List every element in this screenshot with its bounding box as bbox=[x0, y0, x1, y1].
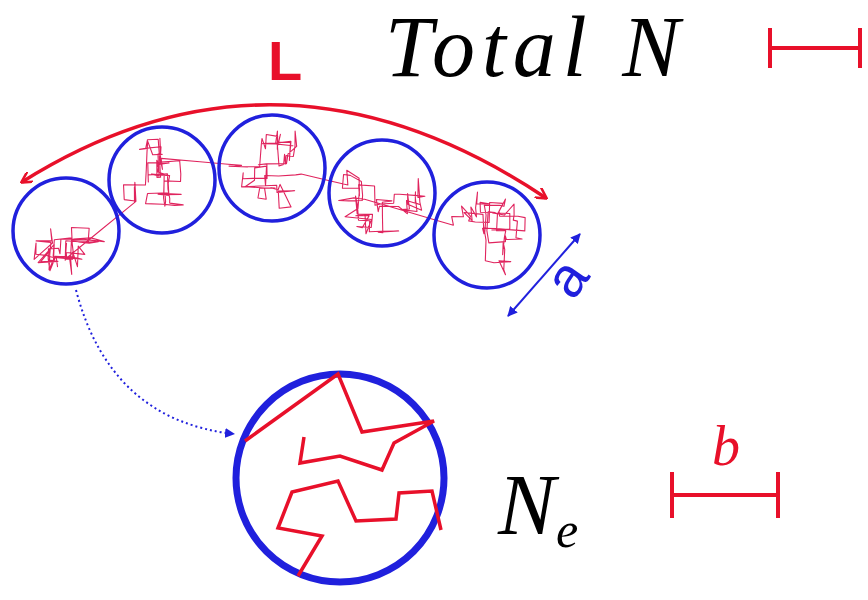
length-arc-arrow bbox=[22, 105, 546, 198]
segment-walk bbox=[278, 481, 441, 576]
blob-group bbox=[13, 115, 540, 288]
segment-scale-bar bbox=[672, 472, 778, 518]
entanglement-segments-label: N bbox=[498, 462, 555, 548]
segment-length-label: b bbox=[712, 418, 740, 474]
blob-circle bbox=[434, 182, 540, 288]
random-walk-group bbox=[34, 131, 525, 275]
subscript-label: e bbox=[556, 505, 578, 555]
total-scale-bar bbox=[770, 28, 860, 68]
segment-walk bbox=[245, 374, 434, 470]
chain-random-walk bbox=[34, 131, 525, 275]
blob-circle bbox=[219, 115, 325, 221]
total-segments-label: Total N bbox=[385, 4, 687, 90]
length-label: L bbox=[268, 33, 302, 89]
blob-circle bbox=[329, 140, 435, 246]
blob-size-label: a bbox=[535, 249, 599, 307]
zoom-dotted-arrow bbox=[76, 290, 234, 434]
blob-circle bbox=[13, 178, 119, 284]
zoomed-blob bbox=[236, 374, 444, 582]
blob-circle bbox=[109, 127, 215, 233]
